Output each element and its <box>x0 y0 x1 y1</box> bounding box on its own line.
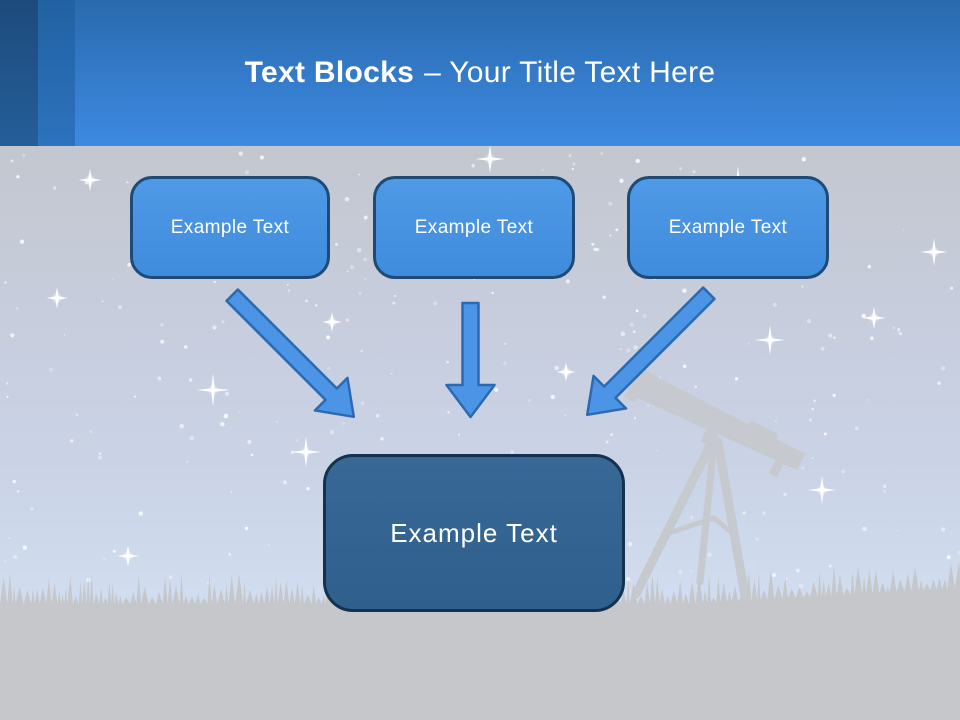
text-block-3-label: Example Text <box>668 216 788 238</box>
arrow-left-diagonal <box>225 288 356 419</box>
flow-arrows <box>225 286 716 419</box>
slide-title: Text Blocks – Your Title Text Here <box>245 56 716 90</box>
text-block-2: Example Text <box>373 176 575 279</box>
text-block-1-label: Example Text <box>170 216 290 238</box>
slide-title-bold: Text Blocks <box>244 56 415 89</box>
text-block-1: Example Text <box>130 176 330 279</box>
slide-title-rest: – Your Title Text Here <box>424 56 716 89</box>
text-block-3: Example Text <box>627 176 829 279</box>
text-block-result-label: Example Text <box>390 517 558 548</box>
arrow-down <box>445 301 496 419</box>
header-stripe-mid <box>38 0 75 146</box>
slide-header: Text Blocks – Your Title Text Here <box>0 0 960 146</box>
arrow-right-diagonal <box>585 286 716 417</box>
text-block-2-label: Example Text <box>414 216 534 238</box>
text-block-result: Example Text <box>323 454 625 612</box>
header-stripe-dark <box>0 0 38 146</box>
grass-silhouette <box>0 562 960 720</box>
telescope-silhouette <box>624 366 805 601</box>
